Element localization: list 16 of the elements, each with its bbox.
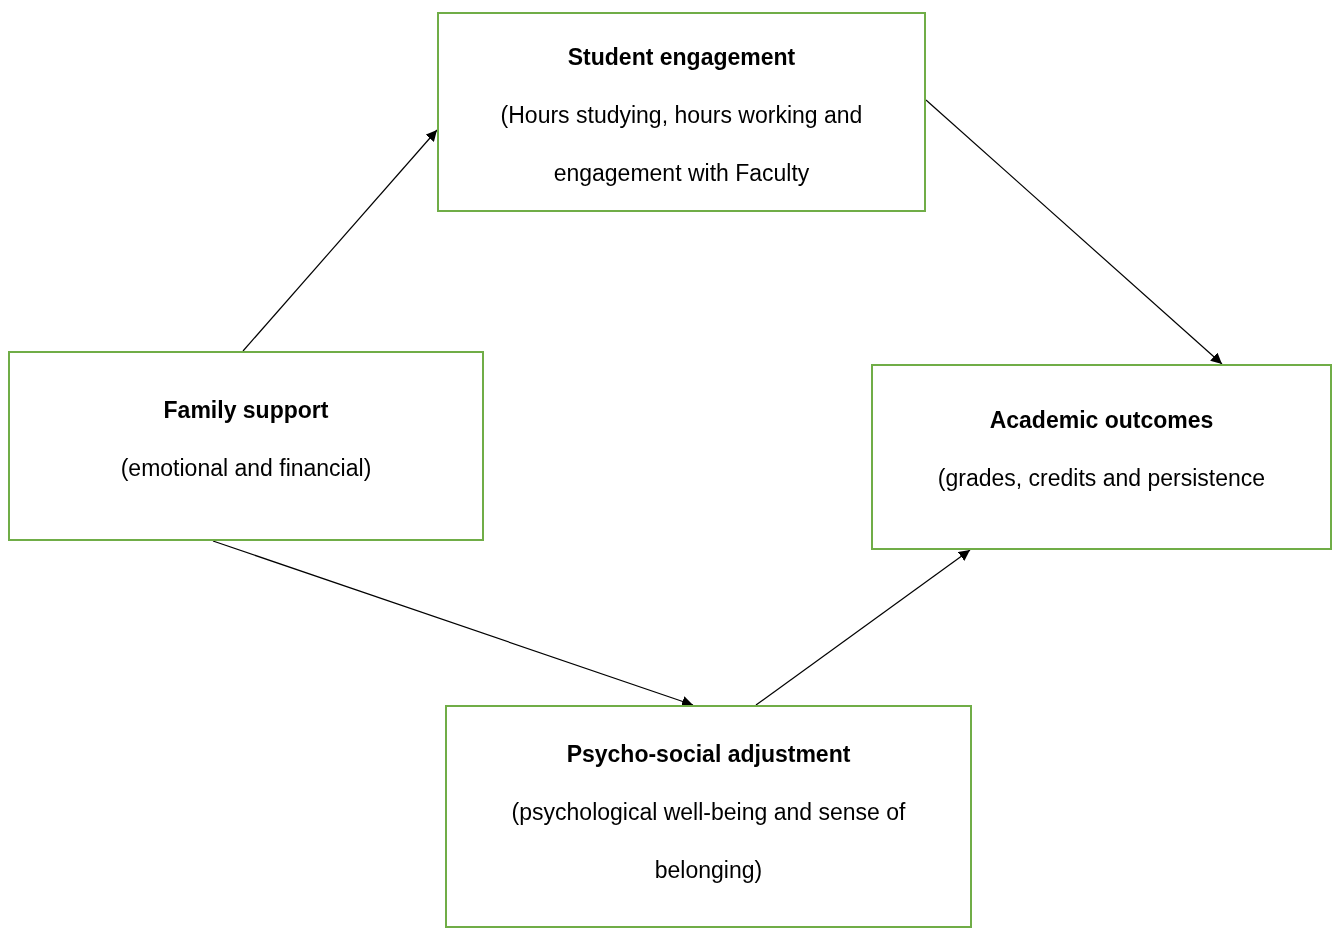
concept-box [871, 364, 1332, 550]
concept-box [445, 705, 972, 928]
box-description: (emotional and financial) [120, 454, 372, 483]
arrow [925, 99, 1223, 365]
arrow [755, 549, 971, 706]
arrow [242, 129, 438, 352]
box-heading: Psycho-social adjustment [566, 740, 851, 769]
box-description: (grades, credits and persistence [937, 464, 1266, 493]
box-heading: Academic outcomes [989, 406, 1214, 435]
box-description: (Hours studying, hours working and engagement with Faculty [499, 101, 864, 188]
concept-box [437, 12, 926, 212]
arrow [212, 540, 694, 707]
box-description: (psychological well-being and sense of belonging) [510, 798, 907, 885]
box-heading: Student engagement [567, 43, 796, 72]
concept-box [8, 351, 484, 541]
box-heading: Family support [163, 396, 329, 425]
